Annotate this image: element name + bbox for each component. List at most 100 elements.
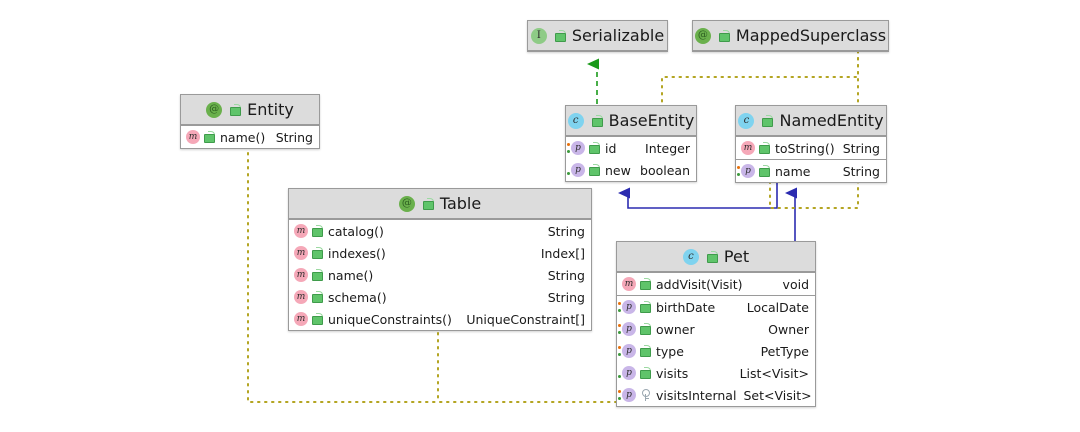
interface-icon: I	[530, 27, 547, 44]
class-node-title: c BaseEntity	[566, 106, 696, 136]
public-lock-icon	[312, 291, 323, 303]
class-name: BaseEntity	[608, 111, 695, 130]
member-type: LocalDate	[746, 299, 809, 315]
member-type: Index[]	[540, 245, 585, 261]
members-section: p birthDate LocalDate p owner Owner p	[617, 295, 815, 406]
public-lock-icon	[554, 29, 566, 42]
member-row[interactable]: m name() String	[181, 126, 319, 148]
member-type: void	[782, 276, 809, 292]
public-lock-icon	[759, 142, 770, 154]
member-name: name()	[328, 267, 374, 283]
members-section: m catalog() String m indexes() Index[] m…	[289, 219, 591, 330]
members-section: p name String	[736, 159, 886, 182]
member-row[interactable]: m schema() String	[289, 286, 591, 308]
member-type: String	[275, 129, 313, 145]
public-lock-icon	[718, 29, 730, 42]
member-type: String	[842, 140, 880, 156]
visibility-dots-icon	[618, 345, 622, 357]
class-node-base-entity[interactable]: c BaseEntity p id Integer p new	[565, 105, 697, 182]
class-node-title: c Pet	[617, 242, 815, 272]
member-row[interactable]: p name String	[736, 160, 886, 182]
property-icon: p	[618, 344, 636, 358]
member-type: Integer	[645, 140, 690, 156]
member-type: String	[547, 223, 585, 239]
members-section: m toString() String	[736, 136, 886, 159]
members-section: m name() String	[181, 125, 319, 148]
class-name: Table	[439, 194, 482, 213]
public-lock-icon	[640, 345, 651, 357]
member-name: toString()	[775, 140, 835, 156]
class-name: MappedSuperclass	[735, 26, 887, 45]
public-lock-icon	[589, 142, 600, 154]
member-type: List<Visit>	[739, 365, 809, 381]
method-icon: m	[741, 141, 755, 155]
class-name: Entity	[247, 100, 294, 119]
member-type: PetType	[760, 343, 809, 359]
property-icon: p	[618, 366, 636, 380]
public-lock-icon	[312, 225, 323, 237]
member-type: String	[842, 163, 880, 179]
method-icon: m	[622, 277, 636, 291]
member-name: visitsInternal	[656, 387, 737, 403]
public-lock-icon	[640, 301, 651, 313]
members-section: m addVisit(Visit) void	[617, 272, 815, 295]
edge-mapped-superclass-annotates-base-entity	[661, 50, 859, 106]
class-node-title: c NamedEntity	[736, 106, 886, 136]
annotation-icon: @	[206, 101, 223, 118]
public-lock-icon	[230, 103, 242, 116]
visibility-dots-icon	[737, 165, 741, 177]
annotation-icon: @	[694, 27, 711, 44]
public-lock-icon	[640, 323, 651, 335]
member-type: Owner	[768, 321, 809, 337]
member-name: schema()	[328, 289, 387, 305]
member-row[interactable]: p id Integer	[566, 137, 696, 159]
public-lock-icon	[312, 313, 323, 325]
member-name: name()	[220, 129, 266, 145]
visibility-dots-icon	[618, 323, 622, 335]
public-lock-icon	[422, 197, 434, 210]
edge-named-entity-extends-base-entity	[618, 181, 778, 209]
member-name: owner	[656, 321, 695, 337]
member-type: boolean	[640, 162, 690, 178]
class-node-title: @ Entity	[181, 95, 319, 125]
class-node-entity[interactable]: @ Entity m name() String	[180, 94, 320, 149]
class-node-mapped-superclass[interactable]: @ MappedSuperclass	[692, 20, 889, 52]
class-node-serializable[interactable]: I Serializable	[527, 20, 668, 52]
member-row[interactable]: p visitsInternal Set<Visit>	[617, 384, 815, 406]
public-lock-icon	[589, 164, 600, 176]
member-type: Set<Visit>	[743, 387, 812, 403]
member-name: uniqueConstraints()	[328, 311, 452, 327]
visibility-dots-icon	[618, 367, 622, 379]
member-row[interactable]: m addVisit(Visit) void	[617, 273, 815, 295]
property-icon: p	[567, 141, 585, 155]
class-node-title: @ Table	[289, 189, 591, 219]
member-row[interactable]: p type PetType	[617, 340, 815, 362]
class-node-named-entity[interactable]: c NamedEntity m toString() String p name…	[735, 105, 887, 183]
member-row[interactable]: m uniqueConstraints() UniqueConstraint[]	[289, 308, 591, 330]
member-row[interactable]: p birthDate LocalDate	[617, 296, 815, 318]
visibility-dots-icon	[567, 164, 571, 176]
member-row[interactable]: m catalog() String	[289, 220, 591, 242]
class-name: Serializable	[571, 26, 665, 45]
property-icon: p	[567, 163, 585, 177]
method-icon: m	[294, 224, 308, 238]
member-name: type	[656, 343, 684, 359]
member-row[interactable]: p new boolean	[566, 159, 696, 181]
public-lock-icon	[591, 114, 603, 127]
member-row[interactable]: p visits List<Visit>	[617, 362, 815, 384]
class-node-pet[interactable]: c Pet m addVisit(Visit) void p birthDate…	[616, 241, 816, 407]
members-section: p id Integer p new boolean	[566, 136, 696, 181]
member-row[interactable]: m indexes() Index[]	[289, 242, 591, 264]
member-row[interactable]: m name() String	[289, 264, 591, 286]
method-icon: m	[186, 130, 200, 144]
class-node-table[interactable]: @ Table m catalog() String m indexes() I…	[288, 188, 592, 331]
member-row[interactable]: m toString() String	[736, 137, 886, 159]
member-type: UniqueConstraint[]	[466, 311, 585, 327]
member-name: new	[605, 162, 631, 178]
class-name: NamedEntity	[779, 111, 884, 130]
member-name: id	[605, 140, 617, 156]
member-type: String	[547, 267, 585, 283]
property-icon: p	[737, 164, 755, 178]
member-row[interactable]: p owner Owner	[617, 318, 815, 340]
